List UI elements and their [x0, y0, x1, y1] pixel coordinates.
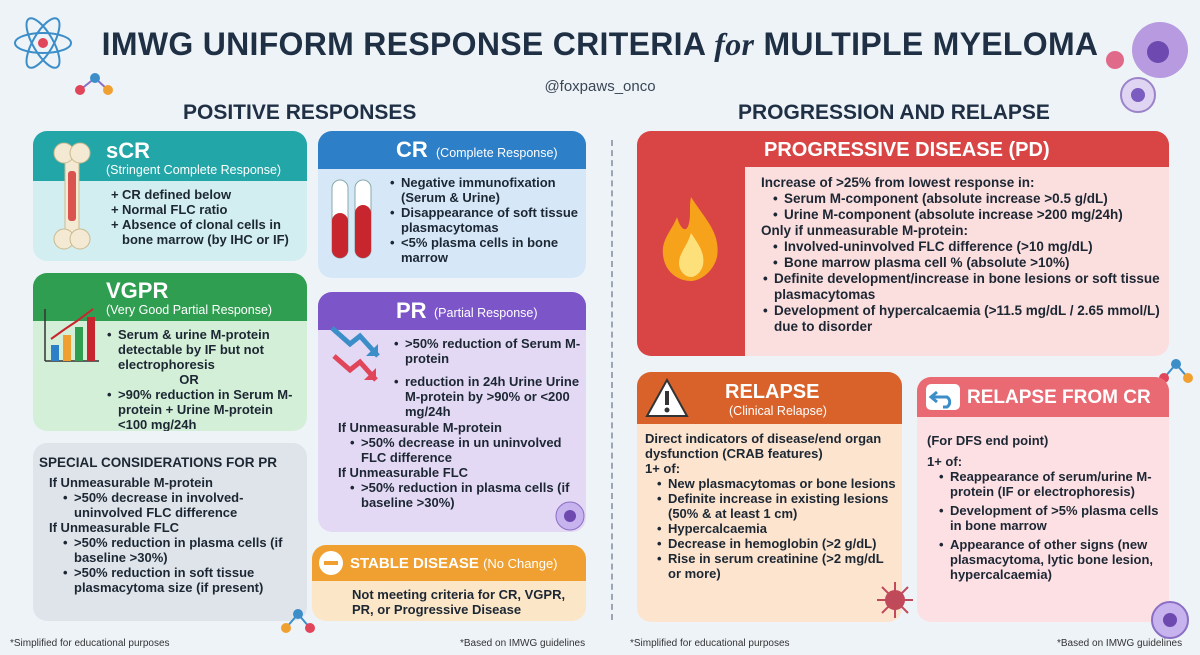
plasma-cell-icon [555, 501, 585, 531]
list-item: >50% decrease in involved-uninvolved FLC… [61, 490, 301, 520]
author-handle: @foxpaws_onco [544, 78, 656, 95]
atom-icon [14, 17, 72, 69]
list-item: >50% reduction in plasma cells (if basel… [61, 535, 301, 565]
cr-card: CR (Complete Response) Negative immunofi… [318, 131, 586, 278]
stable-card: STABLE DISEASE (No Change) Not meeting c… [312, 545, 586, 621]
list-item: >50% decrease in un uninvolved FLC diffe… [348, 435, 583, 465]
list-item: reduction in 24h Urine Urine M-protein b… [392, 374, 582, 419]
stable-title: STABLE DISEASE (No Change) [350, 555, 558, 572]
relapse-title: RELAPSE [725, 381, 820, 403]
special-card: SPECIAL CONSIDERATIONS FOR PR If Unmeasu… [33, 443, 307, 621]
molecule-icon [1159, 359, 1193, 383]
list-item: Disappearance of soft tissue plasmacytom… [388, 205, 583, 235]
scr-card: sCR (Stringent Complete Response) CR def… [33, 131, 307, 261]
list-item: Development of hypercalcaemia (>11.5 mg/… [761, 303, 1161, 335]
list-item: Definite development/increase in bone le… [761, 271, 1161, 303]
footnote: *Simplified for educational purposes [630, 638, 790, 649]
relapse-cr-body: (For DFS end point) 1+ of: Reappearance … [927, 433, 1165, 582]
relapse-intro: Direct indicators of disease/end organ d… [645, 431, 882, 461]
pr-subtitle: (Partial Response) [434, 306, 538, 320]
list-item: Rise in serum creatinine (>2 mg/dL or mo… [655, 551, 897, 581]
list-item: Absence of clonal cells in bone marrow (… [109, 217, 304, 247]
list-item: Urine M-component (absolute increase >20… [771, 207, 1161, 223]
cells-icon [1106, 22, 1188, 113]
list-item: Decrease in hemoglobin (>2 g/dL) [655, 536, 897, 551]
trending-down-icon [330, 326, 380, 382]
list-item: Involved-uninvolved FLC difference (>10 … [771, 239, 1161, 255]
bone-icon [53, 142, 91, 250]
cr-list: Negative immunofixation (Serum & Urine) … [388, 175, 583, 265]
subheading: If Unmeasurable M-protein [49, 475, 213, 490]
divider [611, 140, 613, 620]
list-item: Development of >5% plasma cells in bone … [937, 503, 1165, 533]
fire-icon [662, 197, 718, 281]
relapse-cr-intro: (For DFS end point) [927, 433, 1049, 448]
subheading: If Unmeasurable M-protein [338, 420, 502, 435]
footnote: *Simplified for educational purposes [10, 638, 170, 649]
page-title: IMWG UNIFORM RESPONSE CRITERIA for MULTI… [101, 26, 1099, 62]
list-item: >90% reduction in Serum M-protein + Urin… [105, 387, 303, 431]
list-item: Normal FLC ratio [109, 202, 304, 217]
scr-subtitle: (Stringent Complete Response) [106, 163, 282, 177]
bar-chart-icon [44, 308, 99, 362]
list-item: Hypercalcaemia [655, 521, 897, 536]
undo-arrow-icon [926, 384, 960, 410]
special-body: SPECIAL CONSIDERATIONS FOR PR If Unmeasu… [39, 455, 301, 595]
list-item: <5% plasma cells in bone marrow [388, 235, 583, 265]
subheading: 1+ of: [645, 461, 681, 476]
pr-unmeasurable: If Unmeasurable M-protein >50% decrease … [338, 420, 583, 510]
minus-circle-icon [319, 551, 343, 575]
list-item: Reappearance of serum/urine M-protein (I… [937, 469, 1165, 499]
vgpr-card: VGPR (Very Good Partial Response) Serum … [33, 273, 307, 431]
list-item: New plasmacytomas or bone lesions [655, 476, 897, 491]
pr-card: PR (Partial Response) >50% reduction of … [318, 292, 586, 532]
footnote: *Based on IMWG guidelines [460, 638, 586, 649]
stable-text: Not meeting criteria for CR, VGPR, PR, o… [352, 587, 566, 617]
pd-body: Increase of >25% from lowest response in… [761, 175, 1161, 335]
molecule-icon [281, 609, 315, 633]
subheading: If Unmeasurable FLC [338, 465, 469, 480]
list-item: >50% reduction in plasma cells (if basel… [348, 480, 583, 510]
pd-title: PROGRESSIVE DISEASE (PD) [764, 139, 1050, 161]
subheading: Only if unmeasurable M-protein: [761, 223, 969, 238]
list-item: Serum & urine M-protein detectable by IF… [105, 327, 303, 372]
vgpr-subtitle: (Very Good Partial Response) [106, 303, 273, 317]
scr-title: sCR [106, 138, 151, 163]
virus-icon [877, 582, 913, 618]
cell-icon [1151, 601, 1189, 639]
vgpr-title: VGPR [106, 278, 169, 303]
scr-list: CR defined below Normal FLC ratio Absenc… [109, 187, 304, 247]
progression-heading: PROGRESSION AND RELAPSE [738, 101, 1050, 124]
cr-subtitle: (Complete Response) [436, 146, 558, 160]
relapse-card: RELAPSE (Clinical Relapse) Direct indica… [637, 372, 902, 622]
pd-card: PROGRESSIVE DISEASE (PD) Increase of >25… [637, 131, 1169, 356]
vgpr-body: Serum & urine M-protein detectable by IF… [105, 327, 303, 431]
pr-list: >50% reduction of Serum M-protein reduct… [392, 336, 582, 419]
pr-title: PR [396, 298, 427, 323]
relapse-subtitle: (Clinical Relapse) [729, 404, 827, 418]
subheading: 1+ of: [927, 454, 963, 469]
positive-responses-heading: POSITIVE RESPONSES [183, 101, 417, 124]
subheading: If Unmeasurable FLC [49, 520, 180, 535]
special-title: SPECIAL CONSIDERATIONS FOR PR [39, 455, 278, 470]
relapse-cr-card: RELAPSE FROM CR (For DFS end point) 1+ o… [917, 377, 1169, 622]
list-item: Negative immunofixation (Serum & Urine) [388, 175, 583, 205]
footnote: *Based on IMWG guidelines [1057, 638, 1183, 649]
relapse-cr-title: RELAPSE FROM CR [967, 387, 1151, 408]
list-item: CR defined below [109, 187, 304, 202]
pd-intro: Increase of >25% from lowest response in… [761, 175, 1035, 190]
list-item: Definite increase in existing lesions (5… [655, 491, 897, 521]
list-item: >50% reduction in soft tissue plasmacyto… [61, 565, 301, 595]
relapse-body: Direct indicators of disease/end organ d… [645, 431, 897, 581]
molecule-icon [75, 73, 113, 95]
cr-title: CR [396, 137, 428, 162]
list-item: >50% reduction of Serum M-protein [392, 336, 582, 366]
test-tubes-icon [331, 179, 372, 259]
list-item: Appearance of other signs (new plasmacyt… [937, 537, 1165, 582]
list-item: Bone marrow plasma cell % (absolute >10%… [771, 255, 1161, 271]
warning-icon [645, 378, 689, 417]
or-label: OR [179, 372, 199, 387]
list-item: Serum M-component (absolute increase >0.… [771, 191, 1161, 207]
